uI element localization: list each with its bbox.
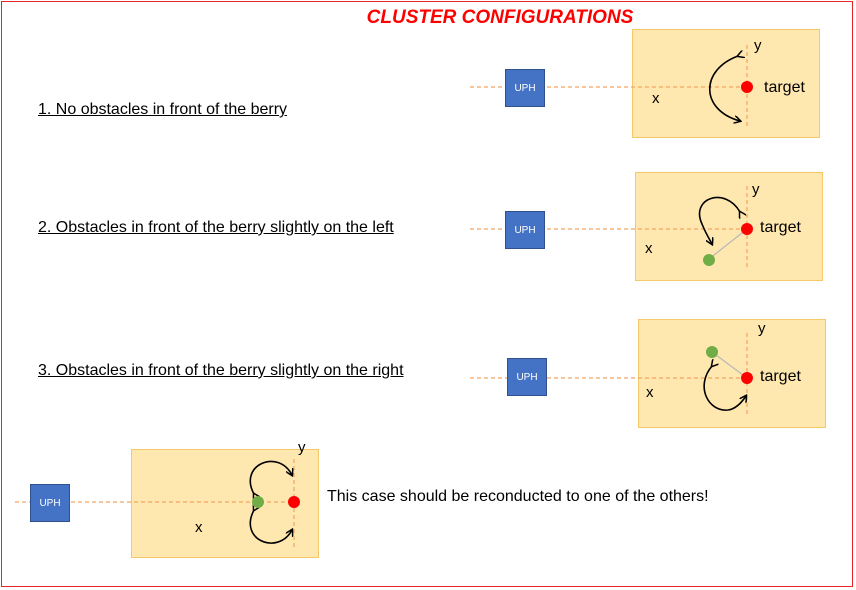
case-4-x-label: x	[195, 519, 203, 536]
case-1-y-label: y	[754, 37, 762, 54]
case-4-lower-arc-arrow	[249, 510, 292, 544]
page-title: CLUSTER CONFIGURATIONS	[366, 7, 634, 28]
case-3-label: 3. Obstacles in front of the berry sligh…	[38, 362, 404, 379]
case-2-x-label: x	[645, 240, 653, 257]
case-2-target-label: target	[760, 219, 801, 236]
case-2-label: 2. Obstacles in front of the berry sligh…	[38, 219, 394, 236]
case-2-link	[708, 228, 748, 260]
case-2-obstacle-dot	[703, 254, 715, 266]
case-1-target-dot	[741, 81, 753, 93]
case-2-diagram	[470, 186, 753, 270]
case-1-diagram	[470, 45, 753, 127]
case-3-uph-label: UPH	[516, 371, 538, 383]
case-4-note: This case should be reconducted to one o…	[327, 488, 709, 505]
case-4-uph-label: UPH	[39, 497, 61, 509]
case-2-y-label: y	[752, 181, 760, 198]
case-1-target-label: target	[764, 79, 805, 96]
case-1-arc-arrow	[708, 56, 740, 121]
case-3-arc-arrow	[703, 366, 746, 411]
case-4-y-label: y	[298, 439, 306, 456]
case-1-uph-box: UPH	[505, 69, 545, 107]
case-4-upper-arc-arrow	[249, 460, 292, 494]
case-4-diagram	[15, 459, 300, 547]
case-1-uph-label: UPH	[514, 82, 536, 94]
case-4-target-dot	[288, 496, 300, 508]
case-3-target-label: target	[760, 368, 801, 385]
case-3-uph-box: UPH	[507, 358, 547, 396]
case-3-diagram	[470, 333, 753, 417]
case-4-uph-box: UPH	[30, 484, 70, 522]
case-4-obstacle-dot	[252, 496, 264, 508]
case-3-y-label: y	[758, 320, 766, 337]
case-1-label: 1. No obstacles in front of the berry	[38, 101, 288, 118]
case-2-arc-arrow	[698, 196, 740, 244]
case-3-x-label: x	[646, 384, 654, 401]
case-2-uph-box: UPH	[505, 211, 545, 249]
case-3-target-dot	[741, 372, 753, 384]
case-2-uph-label: UPH	[514, 224, 536, 236]
case-3-obstacle-dot	[706, 346, 718, 358]
case-1-x-label: x	[652, 90, 660, 107]
case-2-target-dot	[741, 223, 753, 235]
case-1-panel	[632, 29, 820, 138]
case-3-link	[711, 351, 748, 379]
